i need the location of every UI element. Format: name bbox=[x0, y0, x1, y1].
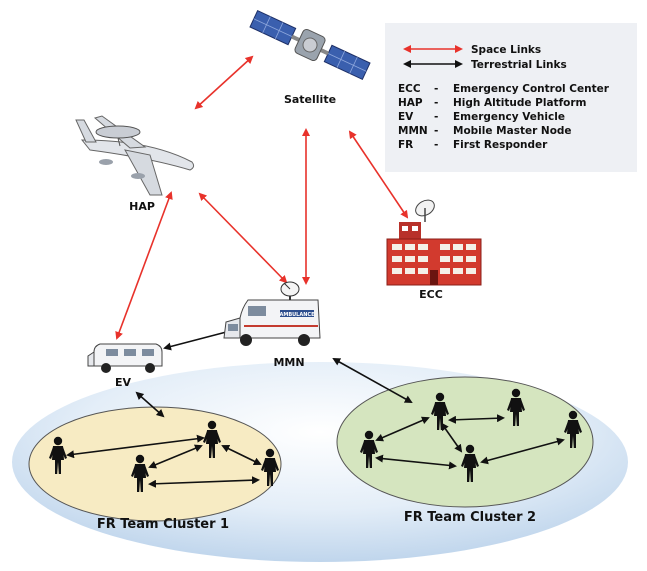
ecc-label: ECC bbox=[419, 288, 443, 301]
svg-text:FR: FR bbox=[398, 139, 413, 151]
space-link-satellite-ecc bbox=[348, 130, 409, 219]
space-link-hap-satellite bbox=[194, 55, 254, 110]
ev-label: EV bbox=[115, 376, 132, 389]
svg-text:Mobile Master Node: Mobile Master Node bbox=[453, 125, 572, 137]
link-ev-mmn bbox=[163, 327, 236, 351]
svg-text:High Altitude Platform: High Altitude Platform bbox=[453, 97, 587, 109]
satellite-icon bbox=[249, 9, 371, 81]
ecc-building-icon bbox=[386, 199, 482, 286]
link-mmn-cluster2 bbox=[332, 358, 413, 403]
svg-text:-: - bbox=[434, 83, 438, 95]
cluster-2-label: FR Team Cluster 2 bbox=[404, 510, 536, 525]
ecc-dish-icon bbox=[415, 199, 435, 222]
satellite-label: Satellite bbox=[284, 93, 336, 106]
cluster-2-area bbox=[336, 376, 594, 508]
svg-text:Emergency Vehicle: Emergency Vehicle bbox=[453, 111, 565, 123]
svg-text:-: - bbox=[434, 139, 438, 151]
mmn-vehicle-icon: AMBULANCE bbox=[223, 281, 321, 346]
svg-text:HAP: HAP bbox=[398, 97, 423, 109]
space-link-hap-mmn bbox=[198, 192, 288, 284]
legend-space-links: Space Links bbox=[471, 44, 541, 56]
legend: Space Links Terrestrial Links ECC - Emer… bbox=[385, 23, 637, 172]
legend-terrestrial-links: Terrestrial Links bbox=[471, 59, 567, 71]
link-ev-cluster1 bbox=[135, 391, 165, 418]
mmn-side-text: AMBULANCE bbox=[279, 312, 315, 318]
mmn-label: MMN bbox=[273, 356, 304, 369]
space-links bbox=[115, 55, 409, 340]
cluster-1-label: FR Team Cluster 1 bbox=[97, 517, 229, 532]
legend-item: ECC - Emergency Control Center bbox=[398, 83, 610, 95]
svg-text:MMN: MMN bbox=[398, 125, 428, 137]
svg-text:-: - bbox=[434, 111, 438, 123]
legend-item: EV - Emergency Vehicle bbox=[398, 111, 565, 123]
ev-vehicle-icon bbox=[87, 343, 163, 373]
legend-item: MMN - Mobile Master Node bbox=[398, 125, 572, 137]
space-link-hap-ev bbox=[115, 191, 173, 340]
hap-label: HAP bbox=[129, 200, 155, 213]
legend-item: FR - First Responder bbox=[398, 139, 548, 151]
svg-text:-: - bbox=[434, 97, 438, 109]
svg-text:-: - bbox=[434, 125, 438, 137]
mmn-dish-icon bbox=[280, 281, 300, 300]
svg-text:Emergency Control Center: Emergency Control Center bbox=[453, 83, 610, 95]
hap-aircraft-icon bbox=[75, 115, 195, 196]
svg-text:ECC: ECC bbox=[398, 83, 421, 95]
svg-text:First Responder: First Responder bbox=[453, 139, 548, 151]
svg-text:EV: EV bbox=[398, 111, 414, 123]
terrestrial-links bbox=[66, 327, 565, 488]
cluster-1-area bbox=[28, 406, 282, 522]
legend-item: HAP - High Altitude Platform bbox=[398, 97, 587, 109]
